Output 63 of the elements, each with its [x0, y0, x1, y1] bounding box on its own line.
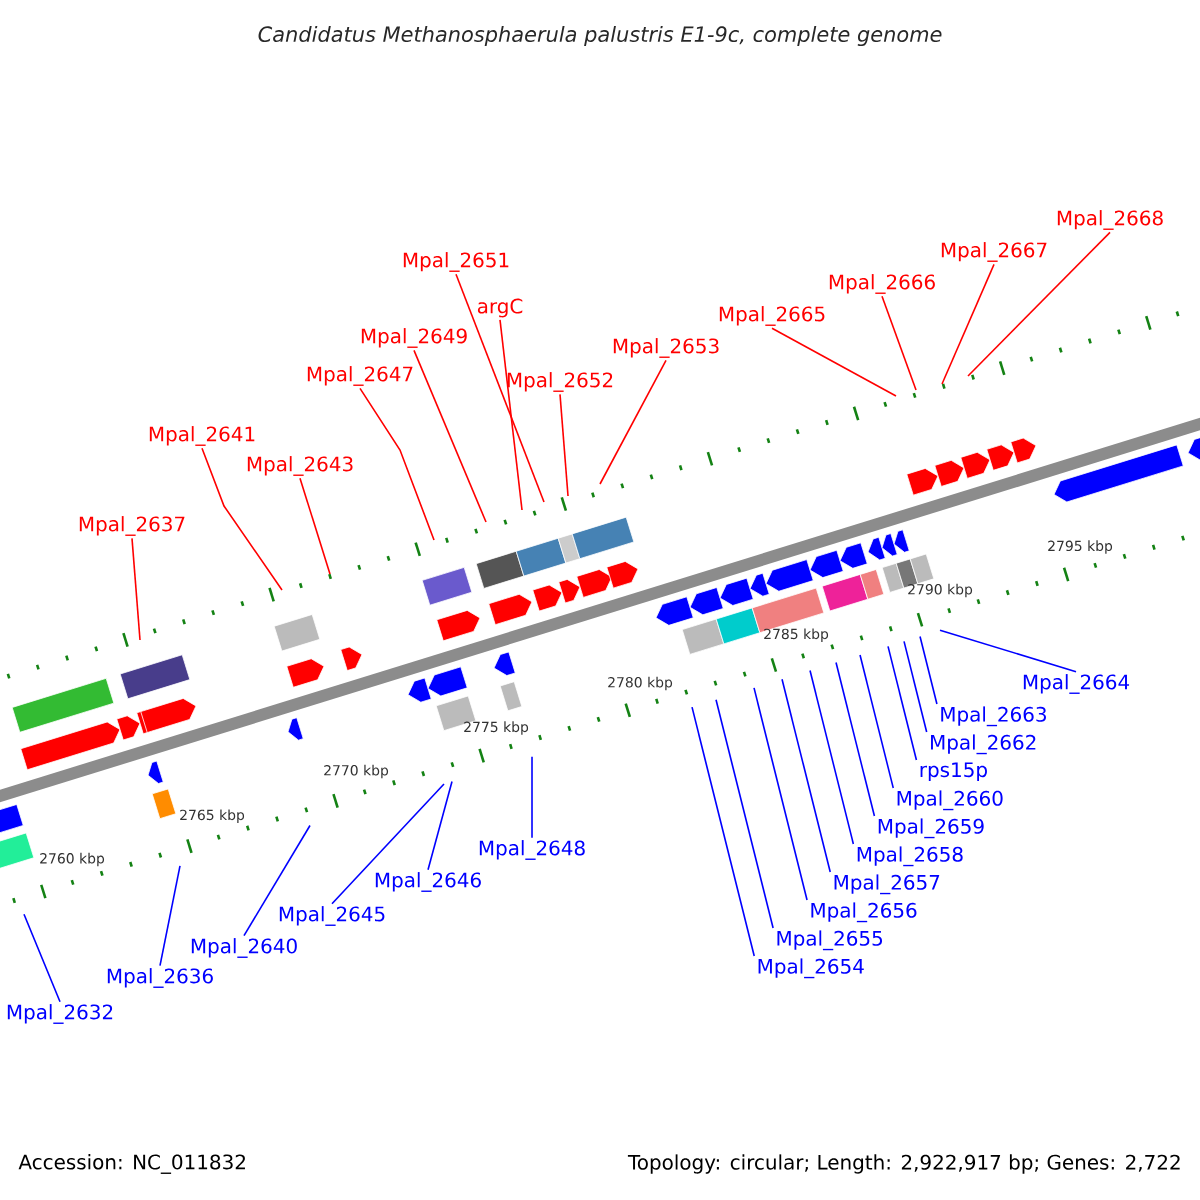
- leader-line: [499, 319, 523, 511]
- leader-line: [691, 706, 756, 957]
- leader-line: [427, 780, 453, 871]
- leader-line: [243, 824, 311, 937]
- gene-label: Mpal_2663: [941, 706, 1046, 727]
- gene-label: Mpal_2667: [941, 242, 1047, 262]
- gene-label: Mpal_2668: [1057, 210, 1163, 230]
- leader-line: [771, 327, 897, 397]
- leader-line: [23, 913, 61, 1003]
- gene-label: Mpal_2646: [375, 872, 481, 892]
- gene-label: Mpal_2664: [1023, 674, 1130, 694]
- gene-label: Mpal_2651: [403, 252, 509, 272]
- leader-line: [859, 654, 895, 789]
- gene-label: Mpal_2653: [613, 338, 719, 358]
- gene-label: Mpal_2655: [777, 930, 882, 951]
- leader-line: [331, 783, 445, 905]
- gene-label: Mpal_2662: [931, 734, 1036, 755]
- gene-label: Mpal_2658: [857, 846, 963, 867]
- gene-label: argC: [477, 298, 523, 318]
- leader-line: [835, 661, 876, 817]
- gene-label: Mpal_2660: [897, 790, 1003, 811]
- genome-info-text: Topology: circular; Length: 2,922,917 bp; Genes: 2,722: [627, 1154, 1180, 1174]
- leader-line: [359, 387, 435, 541]
- leader-line: [903, 640, 928, 733]
- leader-line: [781, 678, 831, 873]
- leader-line: [715, 698, 774, 929]
- gene-label: Mpal_2643: [247, 456, 353, 476]
- gene-label: Mpal_2637: [79, 516, 185, 536]
- leader-line: [201, 447, 283, 591]
- leader-line: [939, 629, 1077, 673]
- gene-label: Mpal_2648: [479, 840, 585, 860]
- leader-line: [941, 263, 995, 385]
- leader-line: [531, 755, 533, 839]
- gene-label: Mpal_2645: [279, 906, 385, 926]
- leader-line: [299, 477, 331, 575]
- gene-label: Mpal_2632: [7, 1004, 113, 1024]
- gene-label: Mpal_2666: [829, 274, 935, 294]
- gene-label: Mpal_2640: [191, 938, 297, 958]
- leader-line: [131, 537, 141, 641]
- gene-label: Mpal_2636: [107, 968, 213, 988]
- title: Candidatus Methanosphaerula palustris E1-9c, complete genome: [258, 25, 942, 47]
- gene-label: Mpal_2665: [719, 306, 825, 326]
- gene-label: Mpal_2647: [307, 366, 413, 386]
- accession-text: Accession: NC_011832: [18, 1154, 245, 1174]
- leader-line: [809, 669, 855, 845]
- leader-line: [967, 231, 1111, 377]
- gene-label: Mpal_2659: [878, 818, 984, 839]
- gene-label: Mpal_2652: [507, 372, 613, 392]
- leader-line: [159, 865, 181, 967]
- gene-label: Mpal_2656: [811, 902, 917, 923]
- gene-label: Mpal_2657: [834, 874, 940, 895]
- gene-label: Mpal_2649: [361, 328, 467, 348]
- leader-line: [599, 359, 667, 485]
- gene-label: Mpal_2641: [149, 426, 255, 446]
- leader-line: [559, 393, 569, 497]
- leader-line: [881, 295, 917, 391]
- gene-label: Mpal_2654: [758, 958, 864, 979]
- leader-line: [413, 349, 487, 523]
- gene-label: rps15p: [920, 762, 987, 782]
- leader-line: [753, 687, 808, 901]
- leader-line: [887, 645, 918, 761]
- leader-line: [455, 273, 545, 503]
- leader-line: [919, 635, 938, 705]
